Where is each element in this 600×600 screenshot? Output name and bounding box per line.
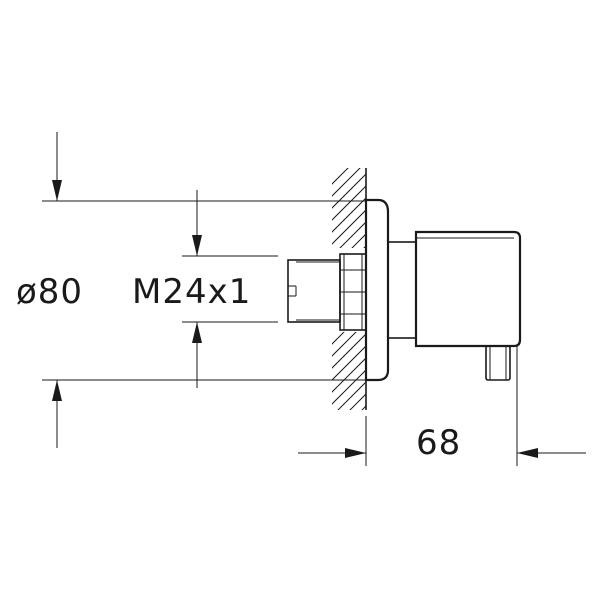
diameter-arrow-bottom	[52, 380, 62, 401]
handle-body	[414, 230, 522, 348]
depth-arrow-left	[345, 448, 366, 458]
escutcheon-plate	[364, 198, 390, 382]
wall-hatch-top	[332, 168, 366, 248]
depth-arrow-right	[517, 448, 538, 458]
hex-bushing	[339, 253, 367, 331]
depth-dimension: 68	[298, 346, 586, 466]
lever-stub	[485, 345, 511, 381]
thread-arrow-top	[192, 235, 202, 256]
thread-label: M24x1	[132, 272, 251, 312]
wall-hatch-bottom	[332, 332, 366, 410]
thread-arrow-bottom	[192, 322, 202, 343]
thread-dimension: M24x1	[132, 190, 278, 388]
diameter-arrow-top	[52, 180, 62, 201]
diameter-label: ø80	[16, 272, 83, 312]
depth-label: 68	[416, 423, 461, 463]
handle-neck	[387, 241, 417, 339]
threaded-spindle	[287, 259, 341, 323]
diameter-dimension: ø80	[16, 132, 366, 448]
